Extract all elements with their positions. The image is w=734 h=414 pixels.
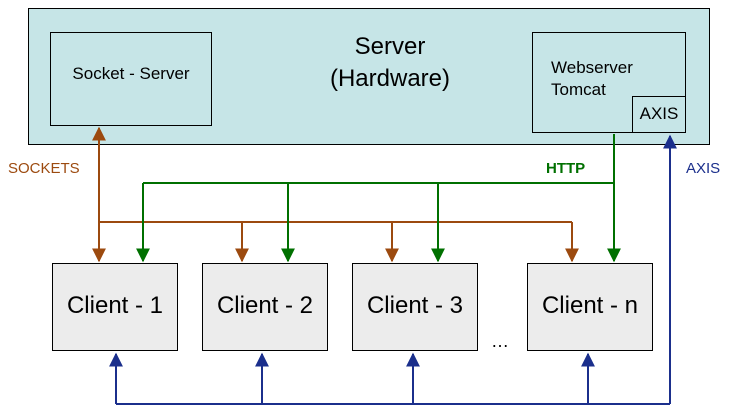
webserver-label: Webserver xyxy=(551,58,633,77)
server-subtitle: (Hardware) xyxy=(329,65,451,92)
server-title: Server xyxy=(354,33,426,60)
client-n-box xyxy=(527,263,653,351)
axis-box xyxy=(632,96,686,133)
client-3-box xyxy=(352,263,478,351)
axis-connections xyxy=(109,134,677,405)
sockets-label: SOCKETS xyxy=(8,160,80,177)
tomcat-label: Tomcat xyxy=(551,80,606,99)
client-1-label: Client - 1 xyxy=(66,292,164,319)
client-3-label: Client - 3 xyxy=(366,292,464,319)
client-n-label: Client - n xyxy=(541,292,639,319)
http-label: HTTP xyxy=(546,160,586,177)
socket-server-box xyxy=(50,32,212,126)
client-2-box xyxy=(202,263,328,351)
axis-box-label: AXIS xyxy=(639,104,679,123)
clients-ellipsis: … xyxy=(491,331,509,351)
socket-server-label: Socket - Server xyxy=(72,64,190,83)
sockets-connections xyxy=(92,126,579,263)
axis-label: AXIS xyxy=(686,160,721,177)
client-1-box xyxy=(52,263,178,351)
http-connections xyxy=(136,134,621,263)
client-2-label: Client - 2 xyxy=(216,292,314,319)
